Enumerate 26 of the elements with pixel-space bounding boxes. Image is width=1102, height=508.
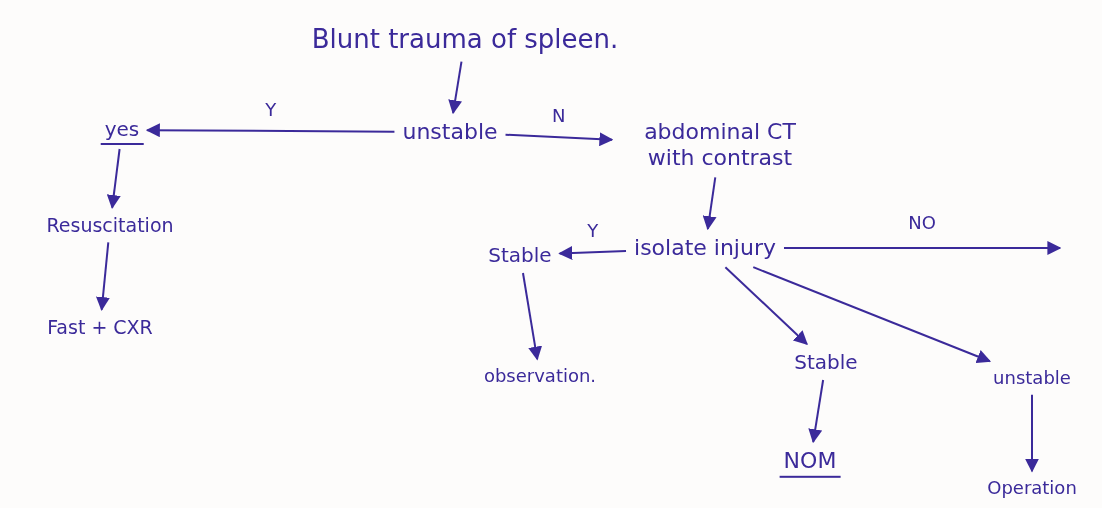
- arrow: [724, 266, 808, 345]
- arrow: [783, 241, 1062, 255]
- step-text: Operation: [987, 477, 1077, 499]
- step-text: Resuscitation: [46, 213, 174, 237]
- step-text: Fast + CXR: [47, 315, 153, 339]
- step-text: abdominal CT with contrast: [643, 118, 797, 172]
- arrow: [752, 266, 992, 364]
- arrow: [145, 123, 396, 138]
- arrow: [106, 148, 121, 209]
- arrow: [504, 132, 614, 147]
- arrow: [558, 246, 627, 260]
- step-text: unstable: [993, 367, 1071, 389]
- step-text: yes: [104, 117, 140, 141]
- step-text: observation.: [483, 365, 597, 387]
- arrow: [522, 272, 543, 361]
- step-text: Stable: [794, 350, 858, 374]
- step-text: unstable: [402, 118, 498, 146]
- step-text: Blunt trauma of spleen.: [311, 24, 619, 56]
- arrow: [448, 60, 463, 115]
- arrow: [1025, 393, 1039, 473]
- step-text: Stable: [488, 243, 552, 267]
- arrow: [95, 241, 110, 311]
- step-text: NOM: [783, 447, 837, 475]
- step-text: isolate injury: [634, 234, 776, 262]
- arrow: [702, 176, 717, 231]
- arrow: [808, 379, 825, 444]
